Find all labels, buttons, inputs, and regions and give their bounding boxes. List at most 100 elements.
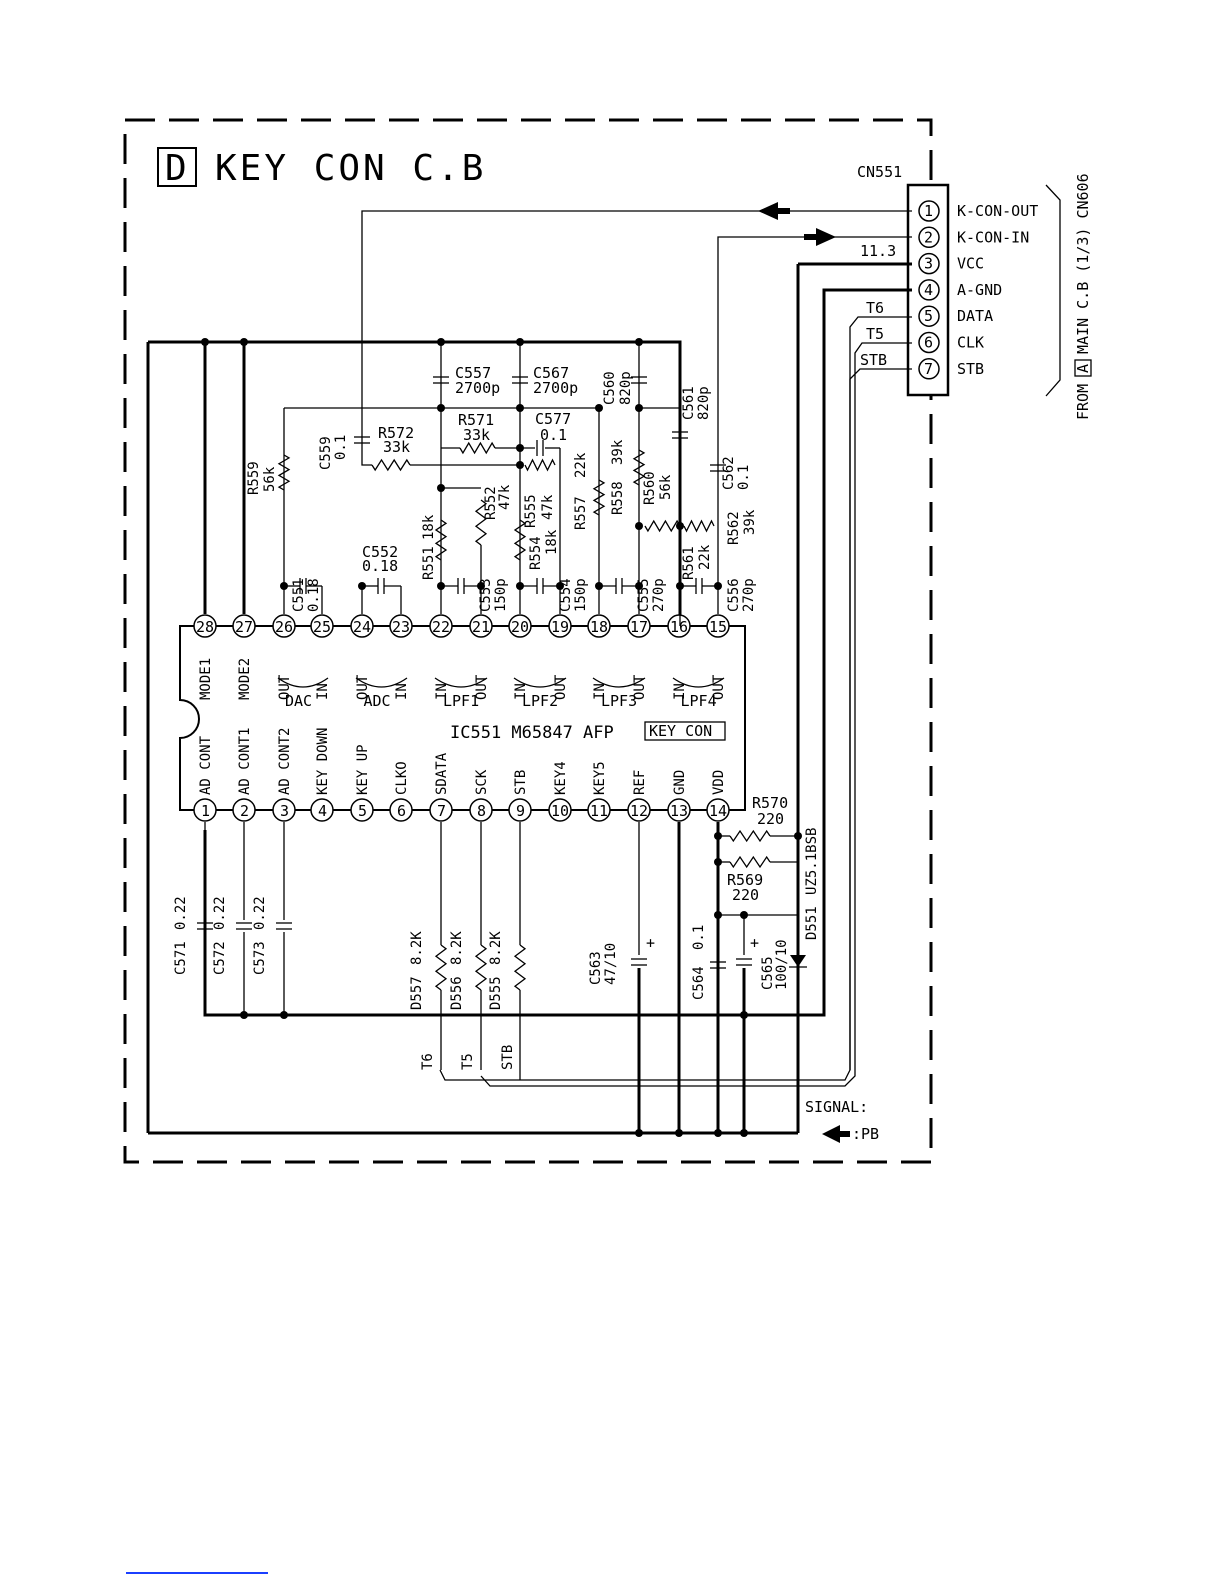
ic-pin-number: 25 (313, 618, 331, 636)
junction-dot (477, 582, 485, 590)
junction-dot (437, 338, 445, 346)
c563-ref: C563 (588, 951, 604, 985)
net-t6-conn: T6 (866, 299, 884, 317)
junction-dot (714, 911, 722, 919)
junction-dot (358, 582, 366, 590)
c564-value: 0.1 (691, 925, 707, 950)
junction-dot (437, 484, 445, 492)
ic-pin-label: MODE1 (198, 658, 214, 700)
r561-value: 22k (697, 544, 713, 570)
ic-pin-number: 1 (201, 802, 210, 820)
r555-value: 47k (540, 494, 556, 520)
c573-value: 0.22 (252, 896, 268, 930)
c559-ref: C559 (318, 436, 334, 470)
ic-pin-3 (272, 798, 296, 822)
connector-ref: CN551 (857, 163, 902, 181)
r554-ref: R554 (528, 536, 544, 570)
res-r559 (277, 454, 291, 491)
ic-pin-10 (548, 798, 572, 822)
ic-pin-8 (469, 798, 493, 822)
connector-pin-name: DATA (957, 307, 993, 325)
ic-pin-label: AD CONT2 (277, 728, 293, 795)
junction-dot (516, 582, 524, 590)
c563-plus: + (646, 934, 655, 952)
r571-ref: R571 (458, 411, 494, 429)
ic-pin-number: 21 (472, 618, 490, 636)
r555-ref: R555 (523, 494, 539, 528)
ic-pin-21 (469, 614, 493, 638)
c565-plus: + (750, 934, 759, 952)
cap-c556-value: 270p (741, 578, 757, 612)
legend-pb: :PB (852, 1125, 879, 1143)
junction-dot (595, 404, 603, 412)
ic-pin-label: KEY5 (592, 761, 608, 795)
ic-pin-13 (667, 798, 691, 822)
ic-pin-27 (232, 614, 256, 638)
res-r555b (513, 944, 527, 991)
ic-pin-label: IN (315, 683, 331, 700)
connector-pin-3 (918, 252, 940, 275)
connector-pin-name: K-CON-IN (957, 228, 1029, 246)
connector-pin-6 (918, 331, 940, 354)
ic-pin-5 (350, 798, 374, 822)
wire-k-con-out (361, 210, 912, 466)
c560-value: 820p (618, 371, 634, 405)
from-prefix: FROM (1074, 384, 1092, 420)
connector-pin-number: 7 (924, 360, 933, 378)
c567-ref: C567 (533, 364, 569, 382)
r557-ref: R557 (573, 496, 589, 530)
res-r557 (592, 479, 606, 516)
r572-ref: R572 (378, 424, 414, 442)
junction-dot (740, 1011, 748, 1019)
junction-dot (676, 522, 684, 530)
connector-pin-2 (918, 226, 940, 249)
res-r558 (632, 449, 646, 486)
connector-pin-7 (918, 358, 940, 380)
junction-dot (516, 444, 524, 452)
ic-pin-7 (429, 798, 453, 822)
ic-pin-number: 7 (437, 802, 446, 820)
r571-value: 33k (463, 426, 490, 444)
res-r557b (434, 944, 448, 991)
ic-pin-label: IN (672, 683, 688, 700)
ic-pin-26 (272, 614, 296, 638)
res-r554 (513, 519, 527, 561)
cap-c554-value: 150p (573, 578, 589, 612)
legend-arrow-tail (838, 1131, 850, 1137)
r552-ref: R552 (483, 486, 499, 520)
group-arc (355, 677, 408, 688)
wire-clk (480, 342, 912, 1087)
connector-pin-number: 4 (924, 281, 933, 299)
ic-pin-number: 17 (630, 618, 648, 636)
group-arc (592, 677, 646, 688)
group-label: LPF4 (681, 692, 717, 710)
ic-pin-number: 12 (630, 802, 648, 820)
junction-dot (516, 461, 524, 469)
ic-pin-label: OUT (632, 674, 648, 700)
ic-pin-label: SDATA (434, 752, 450, 795)
footer-link-underline[interactable] (126, 1572, 268, 1574)
c552-ref: C552 (362, 543, 398, 561)
res-r562-h (683, 519, 715, 533)
ic-pin-number: 2 (240, 802, 249, 820)
junction-dot (714, 582, 722, 590)
ic-pin-23 (389, 614, 413, 638)
ic-pin-20 (508, 614, 532, 638)
ic-pin-number: 18 (590, 618, 608, 636)
ic-pin-number: 23 (392, 618, 410, 636)
junction-dot (635, 1129, 643, 1137)
junction-dot (635, 522, 643, 530)
ic-pin-number: 26 (275, 618, 293, 636)
ic-pin-label: IN (592, 683, 608, 700)
ic-pin-label: AD CONT (198, 735, 214, 795)
r557b-ref: D557 (409, 976, 425, 1010)
junction-dot (516, 404, 524, 412)
ic-pin-6 (389, 798, 413, 822)
c557-value: 2700p (455, 379, 500, 397)
junction-dot (714, 858, 722, 866)
cap-c555-value: 270p (651, 578, 667, 612)
ic-pin-number: 22 (432, 618, 450, 636)
group-label: LPF2 (522, 692, 558, 710)
ic-pin-9 (508, 798, 532, 822)
title-letter-box (157, 147, 197, 187)
